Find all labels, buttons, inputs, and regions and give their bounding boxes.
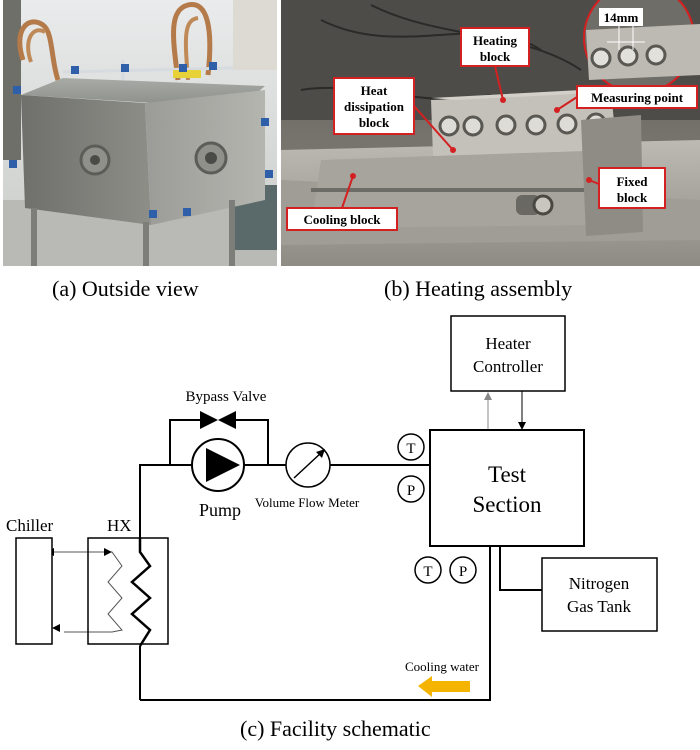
heater-controller-box [450, 315, 566, 392]
heat-dissipation-label-line3: block [359, 115, 390, 130]
outside-view-photo [3, 0, 277, 266]
test-section-label-line2: Section [473, 492, 542, 517]
pressure-sensor-inlet-label: P [407, 483, 415, 499]
heating-assembly-photo: 14mm Heating block Heat dissipation bloc… [281, 0, 700, 266]
heat-dissipation-label-line2: dissipation [344, 99, 405, 114]
temperature-sensor-outlet-label: T [423, 564, 432, 580]
dimension-label: 14mm [604, 10, 639, 25]
cooling-water-label: Cooling water [405, 659, 480, 674]
measuring-point-label: Measuring point [591, 90, 684, 105]
pump-label: Pump [199, 500, 241, 520]
cooling-block-label: Cooling block [304, 212, 382, 227]
nitrogen-tank-box [541, 557, 658, 632]
pressure-sensor-outlet [449, 556, 477, 584]
caption-outside-view: (a) Outside view [52, 276, 199, 301]
pressure-sensor-outlet-label: P [459, 564, 467, 580]
cooling-water-arrow-icon [418, 676, 470, 697]
hx-label: HX [107, 516, 132, 535]
heating-block-label-line2: block [480, 49, 511, 64]
chiller-label: Chiller [6, 516, 54, 535]
pressure-sensor-inlet [397, 475, 425, 503]
heater-controller-label-line2: Controller [473, 357, 543, 376]
fixed-block-label-line2: block [617, 190, 648, 205]
chiller-box [15, 537, 53, 645]
test-section-box [429, 429, 585, 547]
nitrogen-tank-label-line1: Nitrogen [569, 574, 630, 593]
flow-meter-label: Volume Flow Meter [255, 495, 360, 510]
caption-facility-schematic: (c) Facility schematic [240, 716, 431, 741]
temperature-sensor-inlet [397, 433, 425, 461]
temperature-sensor-inlet-label: T [406, 441, 415, 457]
heater-controller-label-line1: Heater [485, 334, 531, 353]
bypass-valve-label: Bypass Valve [186, 389, 267, 405]
caption-heating-assembly: (b) Heating assembly [384, 276, 573, 301]
heating-block-label-line1: Heating [473, 33, 518, 48]
facility-schematic: Heater Controller Test Section Nitrogen … [0, 300, 700, 745]
nitrogen-tank-label-line2: Gas Tank [567, 597, 632, 616]
fixed-block-label-line1: Fixed [616, 174, 648, 189]
test-section-label-line1: Test [488, 462, 527, 487]
bypass-valve-icon [200, 411, 218, 429]
hx-box [87, 537, 169, 645]
temperature-sensor-outlet [414, 556, 442, 584]
heat-dissipation-label-line1: Heat [361, 83, 388, 98]
